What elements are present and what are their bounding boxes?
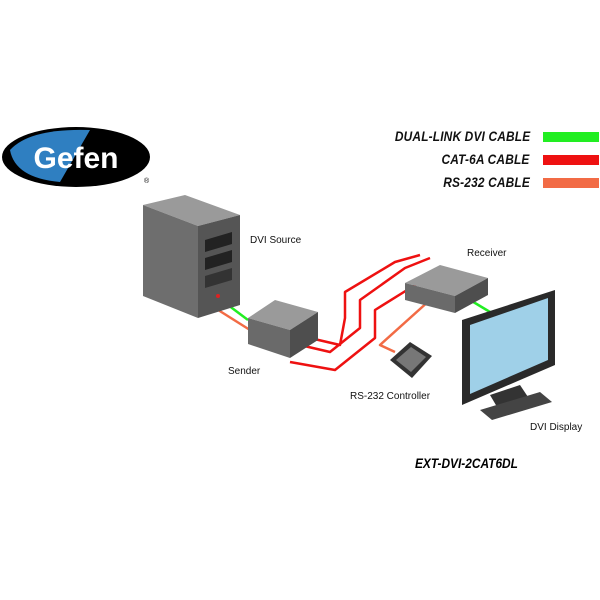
legend-swatch-rs232 <box>543 178 599 188</box>
label-rs232-controller: RS-232 Controller <box>350 391 431 402</box>
legend-label-rs232: RS-232 CABLE <box>443 174 530 190</box>
sender-device <box>248 300 318 358</box>
svg-text:Gefen: Gefen <box>33 142 118 175</box>
cat6a-cable-1 <box>299 256 431 354</box>
label-dvi-source: DVI Source <box>250 235 302 246</box>
label-receiver: Receiver <box>467 248 507 259</box>
cables <box>214 253 491 372</box>
dvi-display-monitor <box>462 290 555 420</box>
receiver-device <box>405 265 488 313</box>
gefen-logo: Gefen ® <box>2 127 150 187</box>
rs232-cable-controller <box>378 299 431 354</box>
label-dvi-display: DVI Display <box>530 422 583 433</box>
legend-label-cat6a: CAT-6A CABLE <box>442 151 530 167</box>
label-sender: Sender <box>228 366 261 377</box>
legend-swatch-cat6a <box>543 155 599 165</box>
model-number: EXT-DVI-2CAT6DL <box>415 455 518 471</box>
legend-label-dvi: DUAL-LINK DVI CABLE <box>394 128 530 144</box>
rs232-cable-source <box>214 306 251 332</box>
rs232-controller-device <box>390 342 432 378</box>
cat6a-cable-3 <box>309 253 421 347</box>
legend-swatch-dvi <box>543 132 599 142</box>
dvi-source-computer <box>143 195 240 318</box>
svg-text:®: ® <box>144 177 150 185</box>
